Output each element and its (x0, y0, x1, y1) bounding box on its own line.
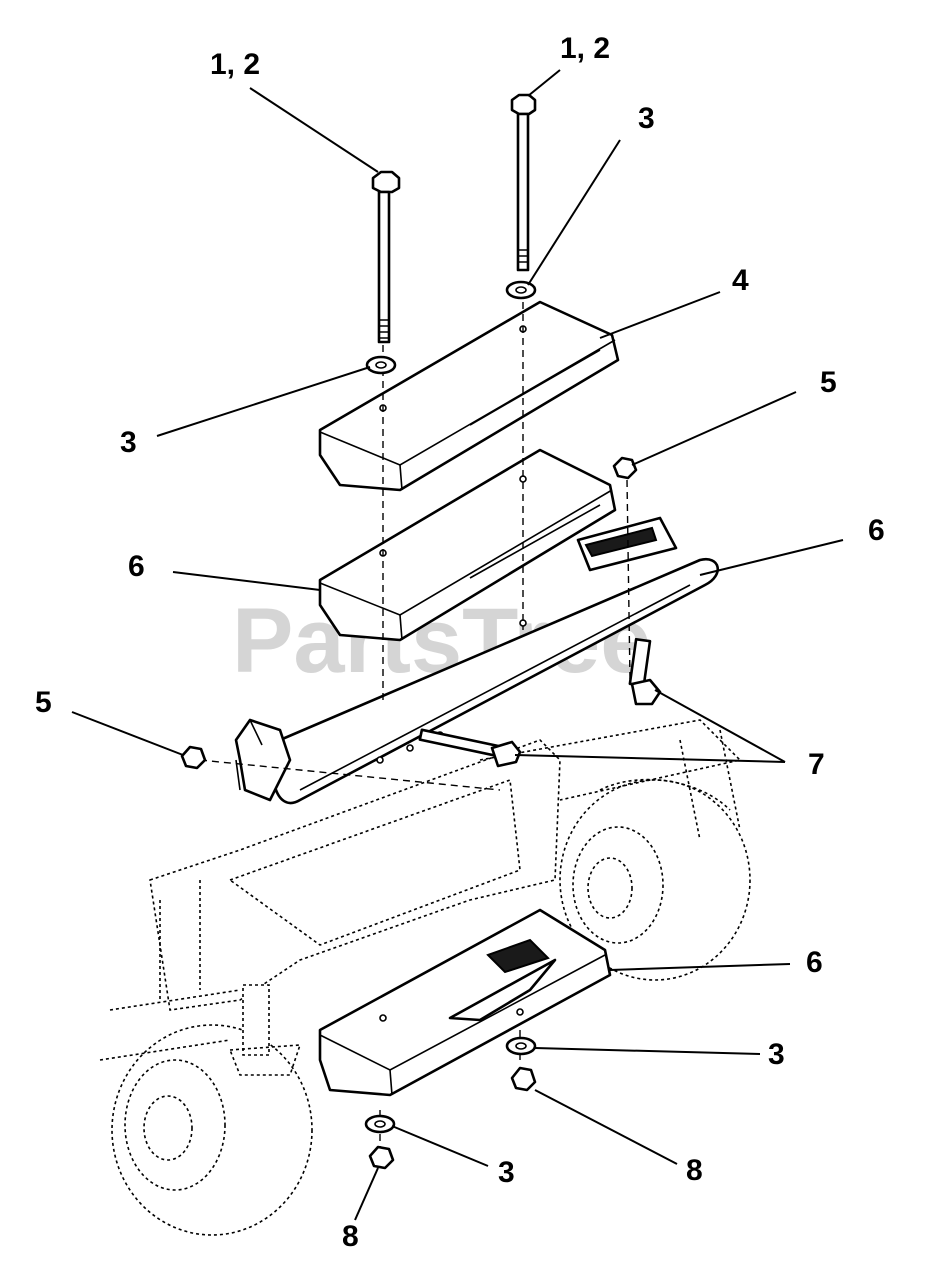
top-cover (318, 300, 620, 492)
nut-left (180, 745, 207, 770)
callout-cover: 4 (732, 264, 749, 297)
left-bracket-clip (234, 718, 292, 802)
callout-bolts-side: 7 (808, 748, 825, 781)
callout-weight-lower: 6 (806, 946, 823, 979)
callout-bolt-right: 1, 2 (560, 32, 610, 65)
nut-right (612, 456, 638, 480)
callout-weight-upper: 6 (128, 550, 145, 583)
callout-bracket-right: 6 (868, 514, 885, 547)
callout-nut-lower-right: 8 (686, 1154, 703, 1187)
bolt-left (371, 170, 401, 344)
callout-nut-right: 5 (820, 366, 837, 399)
callout-labels: 1, 2 1, 2 3 4 3 5 6 6 5 7 6 3 3 8 8 (35, 32, 885, 1253)
callout-nut-left: 5 (35, 686, 52, 719)
callout-bolt-left: 1, 2 (210, 48, 260, 81)
side-bolt-horizontal (418, 728, 522, 768)
callout-washer-top-left: 3 (120, 426, 137, 459)
callout-nut-lower-left: 8 (342, 1220, 359, 1253)
bolt-right (510, 93, 537, 272)
leader-lines (71, 69, 844, 1221)
mower-frame-ghost (99, 719, 751, 1236)
nut-lower-right (510, 1066, 537, 1092)
side-bolt-vertical (628, 637, 662, 706)
lower-weight (318, 908, 612, 1097)
callout-washer-lower-left: 3 (498, 1156, 515, 1189)
callout-washer-top-right: 3 (638, 102, 655, 135)
upper-weight (318, 448, 617, 642)
nut-lower-left (368, 1145, 395, 1170)
callout-washer-lower-right: 3 (768, 1038, 785, 1071)
